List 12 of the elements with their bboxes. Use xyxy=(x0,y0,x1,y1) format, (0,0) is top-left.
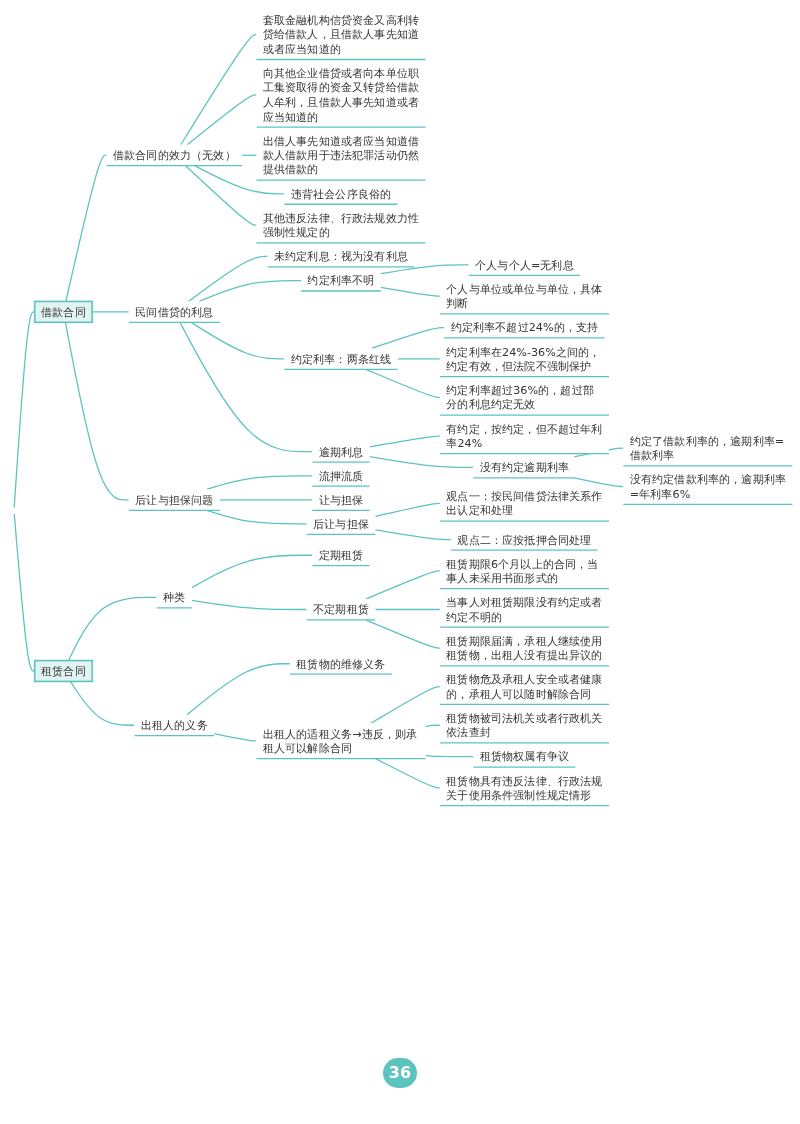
connector xyxy=(206,475,313,491)
connector xyxy=(193,165,285,195)
node-box: 借款合同 xyxy=(33,300,93,324)
node-box: 租赁合同 xyxy=(33,659,93,683)
page-number: 36 xyxy=(383,1058,417,1088)
connector xyxy=(179,321,313,453)
connector xyxy=(198,279,302,303)
connector xyxy=(190,321,285,360)
connector xyxy=(573,477,624,488)
connector xyxy=(369,455,474,468)
connector xyxy=(191,554,313,589)
connector xyxy=(219,499,313,501)
